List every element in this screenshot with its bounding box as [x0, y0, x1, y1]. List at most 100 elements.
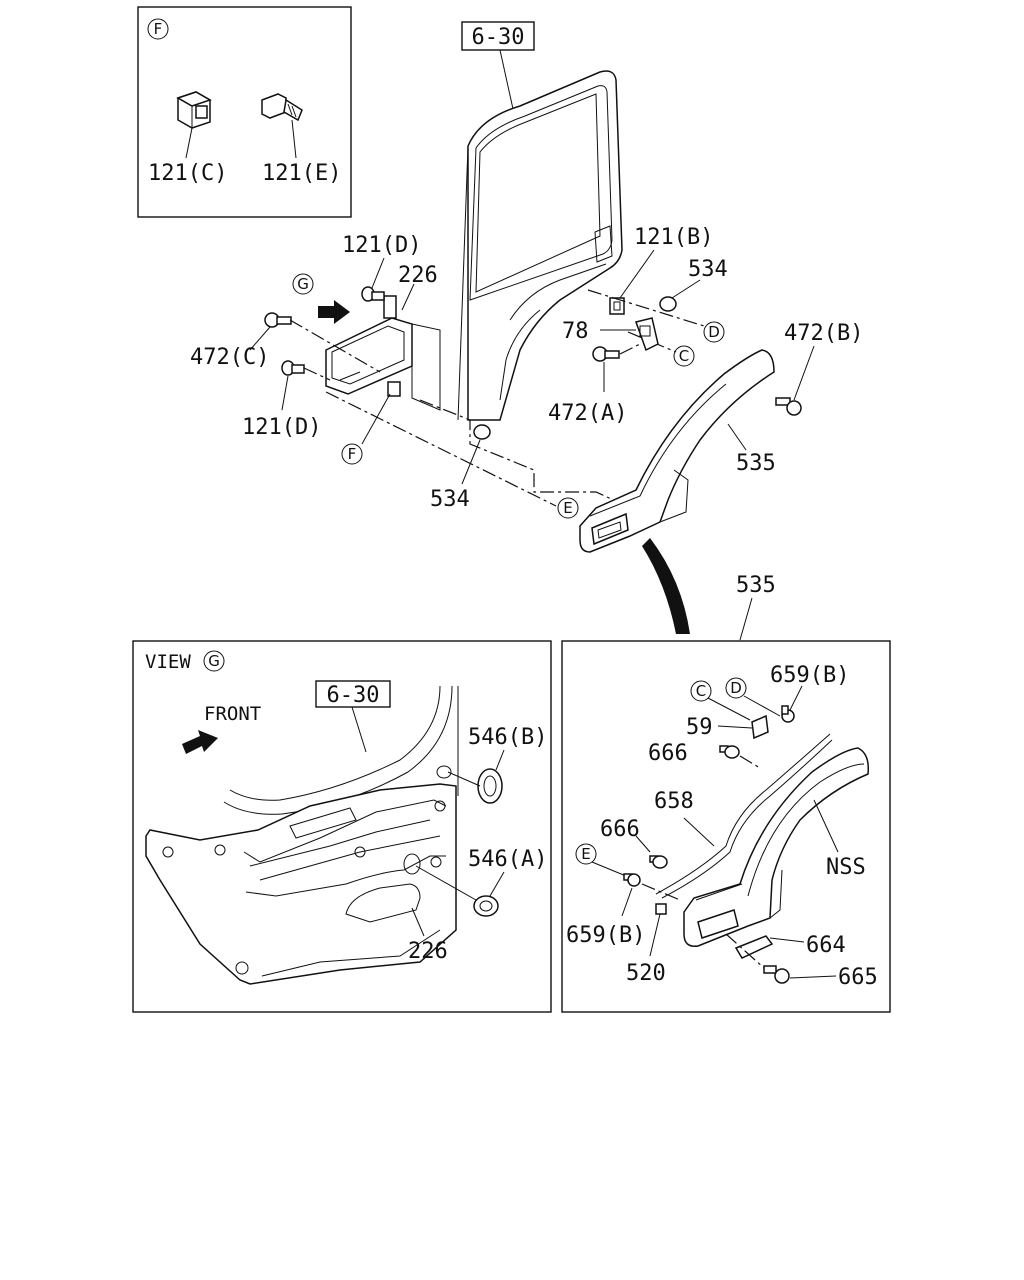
- leader-534-bottom: [461, 439, 481, 485]
- main-exploded-view: 6-30 121(D) 226: [190, 21, 863, 634]
- view-g-panel: VIEW G 6-30 FRONT: [132, 640, 552, 1013]
- view-g-frame: [132, 640, 552, 1013]
- ref-6-30-label: 6-30: [472, 25, 525, 50]
- leader-121d-top: [371, 257, 385, 289]
- detail-label-666-mid: 666: [600, 817, 640, 842]
- door-panel: [457, 70, 623, 421]
- leader-472c: [249, 326, 271, 351]
- leader-658: [683, 817, 715, 847]
- leader-659b-top: [789, 685, 803, 711]
- leader-121b: [619, 249, 655, 299]
- view-g-letter: G: [208, 652, 220, 670]
- fender-535: [579, 349, 775, 553]
- leader-664: [769, 937, 805, 943]
- callout-circle-c: [673, 345, 695, 367]
- leader-59: [717, 725, 753, 729]
- leader-546b: [495, 749, 505, 771]
- label-534-bottom: 534: [430, 487, 470, 512]
- callout-circle-c-detail: [690, 680, 712, 702]
- leader-f: [361, 393, 391, 445]
- washer-534-top-icon: [659, 296, 677, 312]
- screw-472c-icon: [264, 312, 292, 328]
- callout-circle-view-g: [203, 650, 225, 672]
- leader-666-mid: [635, 835, 651, 853]
- leader-226: [401, 283, 415, 311]
- centerline-472c: [289, 319, 381, 373]
- view-g-ref-label: 6-30: [327, 683, 380, 708]
- detail-label-658: 658: [654, 789, 694, 814]
- detail-label-520: 520: [626, 961, 666, 986]
- label-472c: 472(C): [190, 345, 269, 370]
- leader-nss: [813, 799, 839, 853]
- leader-520: [649, 913, 661, 957]
- label-534-top: 534: [688, 257, 728, 282]
- clip-121c-icon: [176, 91, 212, 129]
- screw-121d-bottom-icon: [281, 360, 305, 376]
- label-546b: 546(B): [468, 725, 547, 750]
- clip-121b-icon: [609, 297, 625, 315]
- label-121b: 121(B): [634, 225, 713, 250]
- detail-535-frame: [561, 640, 891, 1013]
- view-g-label: VIEW: [145, 651, 191, 673]
- washer-534-bottom-icon: [473, 424, 491, 440]
- detail-label-e: E: [581, 845, 590, 863]
- inset-f-panel: F 121(C) 121(E): [137, 6, 352, 218]
- centerline-665: [725, 933, 765, 969]
- screw-659b-bottom-icon: [623, 873, 641, 887]
- callout-circle-f: [147, 18, 169, 40]
- screw-472b-icon: [775, 397, 802, 416]
- label-121d-top: 121(D): [342, 233, 421, 258]
- label-c: C: [679, 347, 689, 365]
- detail-535-panel: 535 C D 659(B) 59 666: [561, 573, 891, 1013]
- grommet-546b-icon: [477, 768, 503, 804]
- detail-535-top-label: 535: [736, 573, 776, 598]
- label-g: G: [297, 275, 309, 293]
- clip-121e-icon: [261, 93, 303, 122]
- fender-nss: [683, 747, 870, 947]
- front-label: FRONT: [204, 703, 261, 725]
- grommet-546a-icon: [473, 895, 499, 917]
- detail-label-c: C: [696, 682, 706, 700]
- leader-665: [789, 975, 837, 979]
- screw-659b-top-icon: [781, 705, 795, 723]
- leader-546b-hole: [447, 771, 481, 787]
- detail-arrow-icon: [642, 538, 690, 634]
- centerline-to-fender-bottom: [419, 399, 619, 503]
- centerline-to-e: [325, 391, 557, 507]
- centerline-121d-bottom: [303, 367, 331, 381]
- centerline-666-top: [739, 755, 761, 769]
- bracket-226: [325, 295, 441, 411]
- callout-circle-d: [703, 321, 725, 343]
- label-226-view: 226: [408, 939, 448, 964]
- detail-label-664: 664: [806, 933, 846, 958]
- leader-659b-bottom: [621, 887, 633, 917]
- detail-label-659b-top: 659(B): [770, 663, 849, 688]
- view-g-ref-box: [315, 680, 391, 708]
- leader-6-30: [499, 49, 516, 119]
- callout-circle-d-detail: [725, 677, 747, 699]
- leader-546a-hole: [415, 865, 477, 901]
- centerline-659b-bottom: [641, 883, 681, 901]
- detail-label-666-top: 666: [648, 741, 688, 766]
- leader-121c: [185, 127, 193, 159]
- leader-534-top: [671, 279, 701, 299]
- screw-121d-top-icon: [361, 286, 385, 302]
- plate-664-icon: [734, 935, 774, 959]
- detail-label-59: 59: [686, 715, 713, 740]
- label-121d-bottom: 121(D): [242, 415, 321, 440]
- label-472b: 472(B): [784, 321, 863, 346]
- label-472a: 472(A): [548, 401, 627, 426]
- label-e: E: [563, 499, 572, 517]
- leader-view-g-6-30: [351, 706, 367, 753]
- leader-121d-bottom: [281, 375, 289, 411]
- label-226: 226: [398, 263, 438, 288]
- label-546a: 546(A): [468, 847, 547, 872]
- centerline-d: [587, 289, 705, 327]
- screw-666-top-icon: [719, 745, 740, 759]
- ref-box-6-30: [461, 21, 535, 51]
- view-direction-arrow-icon: [318, 300, 350, 324]
- inset-f-frame: [137, 6, 352, 218]
- seal-658: [655, 733, 831, 895]
